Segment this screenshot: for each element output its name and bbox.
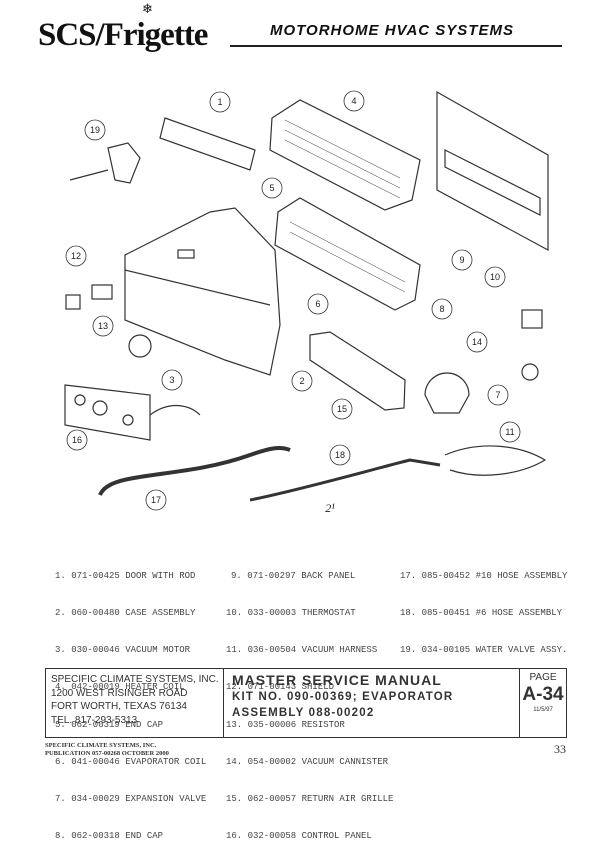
handwritten-note: 2¹	[325, 501, 335, 515]
part-door-with-rod	[159, 117, 256, 171]
part-water-valve	[107, 142, 141, 184]
list-item: 14. 054-00002 VACUUM CANNISTER	[226, 756, 389, 767]
callout-17: 17	[151, 495, 161, 505]
part-control-panel	[64, 384, 151, 441]
callout-13: 13	[98, 321, 108, 331]
list-item: 10. 033-00003 THERMOSTAT	[226, 608, 356, 619]
list-item: 17. 085-00452 #10 HOSE ASSEMBLY	[400, 570, 568, 581]
part-return-air-grille	[309, 331, 406, 411]
page-info: PAGE A-34 11/5/97	[520, 669, 566, 737]
company-street: 1200 WEST RISINGER ROAD	[51, 687, 188, 699]
brand-logo: SCS/Frigette	[38, 17, 208, 53]
title-block: SPECIFIC CLIMATE SYSTEMS, INC. 1200 WEST…	[45, 668, 567, 738]
part-shield	[91, 284, 113, 300]
part-heater-coil	[269, 99, 421, 211]
part-resistor	[65, 294, 81, 310]
publication-info: SPECIFIC CLIMATE SYSTEMS, INC. PUBLICATI…	[45, 742, 169, 758]
header-rule	[230, 45, 562, 47]
callout-11: 11	[505, 427, 514, 437]
callout-16: 16	[72, 435, 82, 445]
callout-19: 19	[90, 125, 100, 135]
callout-10: 10	[490, 272, 500, 282]
callout-15: 15	[337, 404, 347, 414]
list-item: 13. 035-00006 RESISTOR	[226, 719, 345, 730]
part-vacuum-harness	[444, 445, 547, 476]
manual-info: MASTER SERVICE MANUAL KIT NO. 090-00369;…	[224, 669, 520, 737]
page-label: PAGE	[529, 672, 557, 683]
manual-title: MASTER SERVICE MANUAL	[232, 672, 442, 688]
callouts	[65, 90, 521, 511]
list-item: 8. 062-00318 END CAP	[55, 831, 164, 842]
list-item: 5. 062-00319 END CAP	[55, 719, 164, 730]
snowflake-icon: ❄	[142, 1, 153, 16]
company-city: FORT WORTH, TEXAS 76134	[51, 701, 187, 712]
list-item: 6. 041-00046 EVAPORATOR COIL	[55, 756, 207, 767]
callout-14: 14	[472, 337, 482, 347]
part-back-panel	[436, 90, 549, 252]
part-vacuum-cannister	[424, 372, 470, 414]
exploded-parts-diagram: 1 2 3 4 5 6 7 8 9 10 11 12 13 14 15 16 1…	[64, 90, 549, 515]
page-date: 11/5/97	[533, 707, 553, 713]
callout-7: 7	[495, 390, 500, 400]
part-vacuum-motor	[128, 334, 152, 358]
page-code: A-34	[522, 684, 564, 705]
list-item: 18. 085-00451 #6 HOSE ASSEMBLY	[400, 608, 563, 619]
page-number: 33	[554, 742, 566, 756]
callout-6: 6	[315, 299, 320, 309]
callout-5: 5	[269, 183, 274, 193]
callout-1: 1	[217, 97, 222, 107]
callout-8: 8	[439, 304, 444, 314]
assembly-number: ASSEMBLY 088-00202	[232, 707, 375, 719]
list-item: 9. 071-00297 BACK PANEL	[231, 570, 356, 581]
list-item: 1. 071-00425 DOOR WITH ROD	[55, 570, 196, 581]
company-name: SPECIFIC CLIMATE SYSTEMS, INC.	[51, 674, 219, 685]
callout-18: 18	[335, 450, 345, 460]
publication-number: PUBLICATION 057-00268 OCTOBER 2000	[45, 750, 169, 757]
callout-3: 3	[169, 375, 174, 385]
list-item: 3. 030-00046 VACUUM MOTOR	[55, 645, 191, 656]
callout-9: 9	[459, 255, 464, 265]
callout-2: 2	[299, 376, 304, 386]
company-phone: TEL. 817-293-5313	[51, 714, 138, 726]
kit-number: KIT NO. 090-00369; EVAPORATOR	[232, 691, 454, 703]
list-item: 19. 034-00105 WATER VALVE ASSY.	[400, 645, 568, 656]
part-hose-10	[98, 445, 291, 496]
company-address: SPECIFIC CLIMATE SYSTEMS, INC. 1200 WEST…	[46, 669, 224, 737]
part-case-assembly	[124, 207, 281, 376]
list-item: 7. 034-00029 EXPANSION VALVE	[55, 794, 207, 805]
part-thermostat	[521, 309, 543, 329]
callout-12: 12	[71, 251, 81, 261]
part-evaporator-coil	[274, 197, 421, 311]
list-item: 2. 060-00480 CASE ASSEMBLY	[55, 608, 196, 619]
part-hose-6	[249, 458, 441, 502]
list-item: 15. 062-00057 RETURN AIR GRILLE	[226, 794, 394, 805]
page-subtitle: MOTORHOME HVAC SYSTEMS	[270, 22, 514, 39]
publisher: SPECIFIC CLIMATE SYSTEMS, INC.	[45, 742, 157, 749]
list-item: 16. 032-00058 CONTROL PANEL	[226, 831, 372, 842]
parts-list-col3: 17. 085-00452 #10 HOSE ASSEMBLY 18. 085-…	[400, 545, 567, 669]
list-item: 11. 036-00504 VACUUM HARNESS	[226, 645, 378, 656]
callout-4: 4	[351, 96, 356, 106]
part-expansion-valve	[521, 363, 539, 381]
list-item: 4. 042-00019 HEATER COIL	[55, 682, 185, 693]
list-item: 12. 071-00143 SHIELD	[226, 682, 335, 693]
